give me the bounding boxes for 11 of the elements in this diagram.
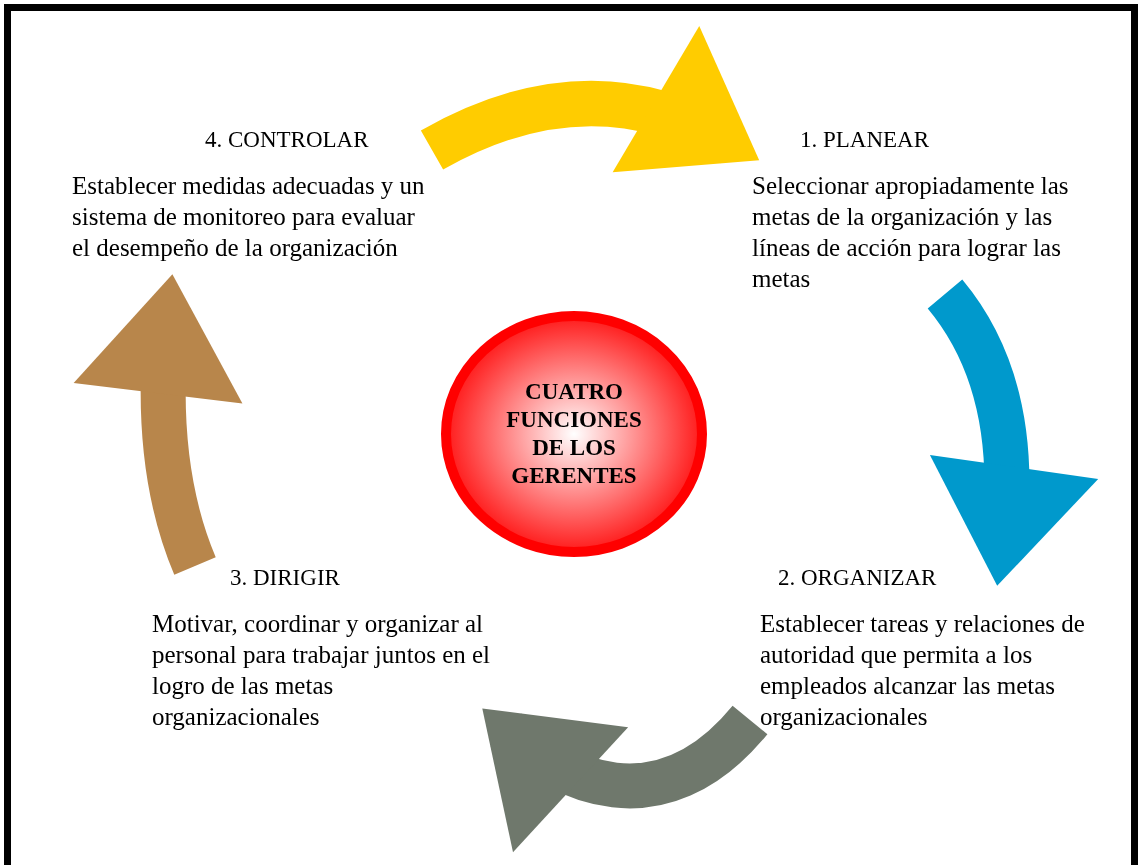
function-heading: 4. CONTROLAR xyxy=(205,128,369,152)
function-description: Establecer medidas adecuadas y un sistema de monitoreo para evaluar el desempeño de la organización xyxy=(72,171,426,263)
function-description: Seleccionar apropiadamente las metas de la organización y las líneas de acción para lograr las metas xyxy=(752,171,1070,294)
function-heading: 3. DIRIGIR xyxy=(230,566,340,590)
function-heading: 1. PLANEAR xyxy=(800,128,930,152)
function-description: Motivar, coordinar y organizar al personal para trabajar juntos en el logro de las metas organizacionales xyxy=(152,609,492,732)
center-circle xyxy=(440,310,708,558)
function-heading: 2. ORGANIZAR xyxy=(778,566,937,590)
curved-block-arrow xyxy=(74,274,244,575)
center-title: CUATRO FUNCIONES DE LOS GERENTES xyxy=(505,378,643,490)
function-description: Establecer tareas y relaciones de autoridad que permita a los empleados alcanzar las metas organizacionales xyxy=(760,609,1086,732)
